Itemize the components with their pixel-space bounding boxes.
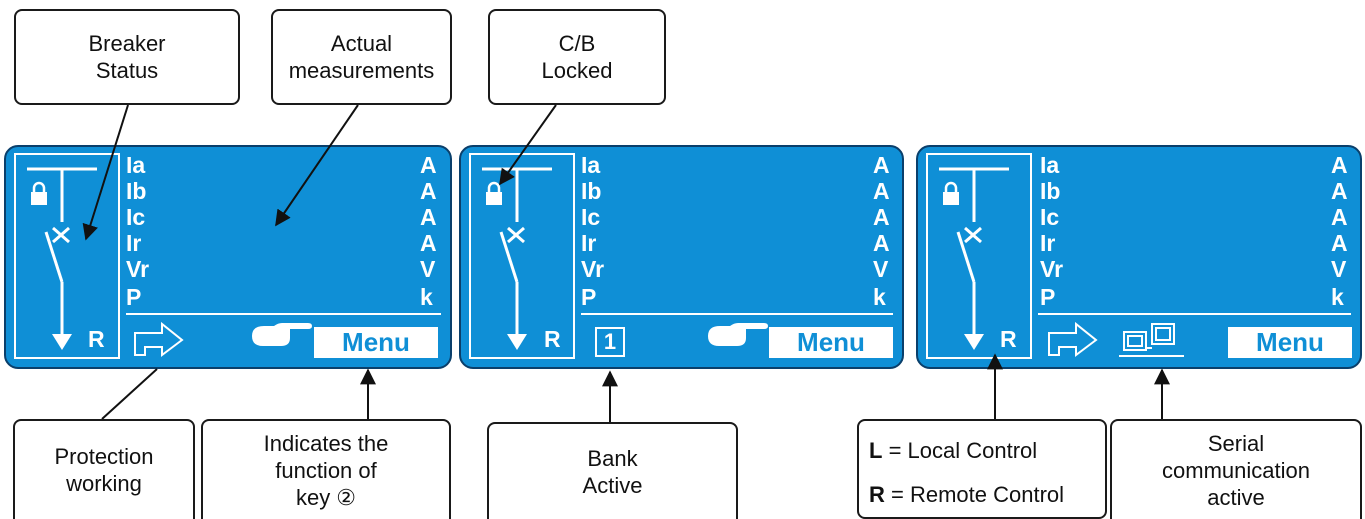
local-control-text: = Local Control (882, 438, 1038, 463)
protection-arrow-icon (134, 321, 184, 357)
unit-a: A (420, 152, 437, 178)
label-ic: Ic (581, 204, 601, 230)
callout-text-line: C/B (558, 31, 596, 56)
unit-a: A (420, 178, 437, 204)
unit-a: A (873, 178, 890, 204)
panel3-frame (926, 153, 1351, 359)
callout-text-line: Breaker (88, 31, 166, 56)
menu-softkey[interactable]: Menu (314, 327, 438, 358)
pointing-hand-icon (708, 323, 768, 346)
callout-cb-locked: C/B Locked (488, 9, 666, 105)
pointing-hand-icon (252, 323, 312, 346)
callout-text-line: Bank (587, 445, 638, 471)
callout-control-mode: L = Local Control R = Remote Control (857, 419, 1107, 519)
unit-a: A (1331, 230, 1348, 256)
unit-a: A (1331, 152, 1348, 178)
remote-control-text: = Remote Control (884, 482, 1065, 507)
label-vr: Vr (581, 256, 605, 282)
callout-key-function: Indicates the function of key ② (201, 419, 451, 519)
unit-a: A (873, 230, 890, 256)
callout-text-line: Status (95, 58, 159, 83)
callout-text-line: Locked (541, 58, 613, 83)
breaker-symbol-icon (939, 167, 1009, 338)
callout-bank-active: Bank Active (487, 422, 738, 519)
callout-text-line: Indicates the (263, 430, 389, 456)
label-ic: Ic (126, 204, 146, 230)
lock-icon (31, 181, 47, 205)
unit-a: A (1331, 178, 1348, 204)
label-ir: Ir (581, 230, 597, 256)
label-ir: Ir (126, 230, 142, 256)
lock-icon (943, 181, 959, 205)
panel1-frame (14, 153, 441, 359)
unit-k: k (420, 284, 433, 310)
unit-a: A (873, 204, 890, 230)
label-p: P (581, 284, 597, 310)
callout-text-line: working (66, 471, 142, 496)
protection-arrow-icon (1048, 321, 1098, 357)
unit-v: V (420, 256, 436, 282)
unit-v: V (873, 256, 889, 282)
unit-a: A (873, 152, 890, 178)
callout-protection-working: Protection working (13, 419, 195, 519)
unit-a: A (420, 204, 437, 230)
label-ib: Ib (581, 178, 602, 204)
control-mode-indicator: R (88, 326, 105, 352)
unit-a: A (1331, 204, 1348, 230)
unit-a: A (420, 230, 437, 256)
menu-softkey[interactable]: Menu (769, 327, 893, 358)
bank-number-indicator: 1 (595, 327, 625, 357)
local-key: L (869, 438, 883, 463)
callout-text-line: communication (1162, 457, 1310, 483)
control-mode-indicator: R (1000, 326, 1017, 352)
label-ia: Ia (1040, 152, 1060, 178)
label-vr: Vr (126, 256, 150, 282)
leader-lines (82, 104, 1170, 422)
menu-softkey[interactable]: Menu (1228, 327, 1352, 358)
callout-text-line: Protection (54, 444, 154, 469)
callout-text-line: measurements (288, 58, 435, 83)
callout-actual-measurements: Actual measurements (271, 9, 452, 105)
label-ir: Ir (1040, 230, 1056, 256)
breaker-symbol-icon (482, 167, 552, 338)
callout-serial-comm: Serial communication active (1110, 419, 1362, 519)
unit-k: k (1331, 284, 1344, 310)
label-ib: Ib (126, 178, 147, 204)
callout-text-line: Active (582, 472, 643, 498)
label-p: P (1040, 284, 1056, 310)
callout-breaker-status: Breaker Status (14, 9, 240, 105)
callout-text-line: function of (275, 457, 377, 483)
callout-text-line: key ② (295, 484, 357, 510)
label-ic: Ic (1040, 204, 1060, 230)
label-ia: Ia (581, 152, 601, 178)
remote-key: R (869, 482, 885, 507)
callout-text-line: Serial (1207, 430, 1265, 456)
local-control-line: L = Local Control (869, 437, 1037, 464)
callout-text-line: active (1207, 484, 1265, 510)
unit-k: k (873, 284, 886, 310)
lock-icon (486, 181, 502, 205)
remote-control-line: R = Remote Control (869, 481, 1064, 508)
breaker-symbol-icon (27, 167, 97, 338)
computer-link-icon (1119, 323, 1184, 357)
callout-text-line: Actual (330, 31, 393, 56)
label-p: P (126, 284, 142, 310)
control-mode-indicator: R (544, 326, 561, 352)
label-vr: Vr (1040, 256, 1064, 282)
label-ib: Ib (1040, 178, 1061, 204)
unit-v: V (1331, 256, 1347, 282)
label-ia: Ia (126, 152, 146, 178)
